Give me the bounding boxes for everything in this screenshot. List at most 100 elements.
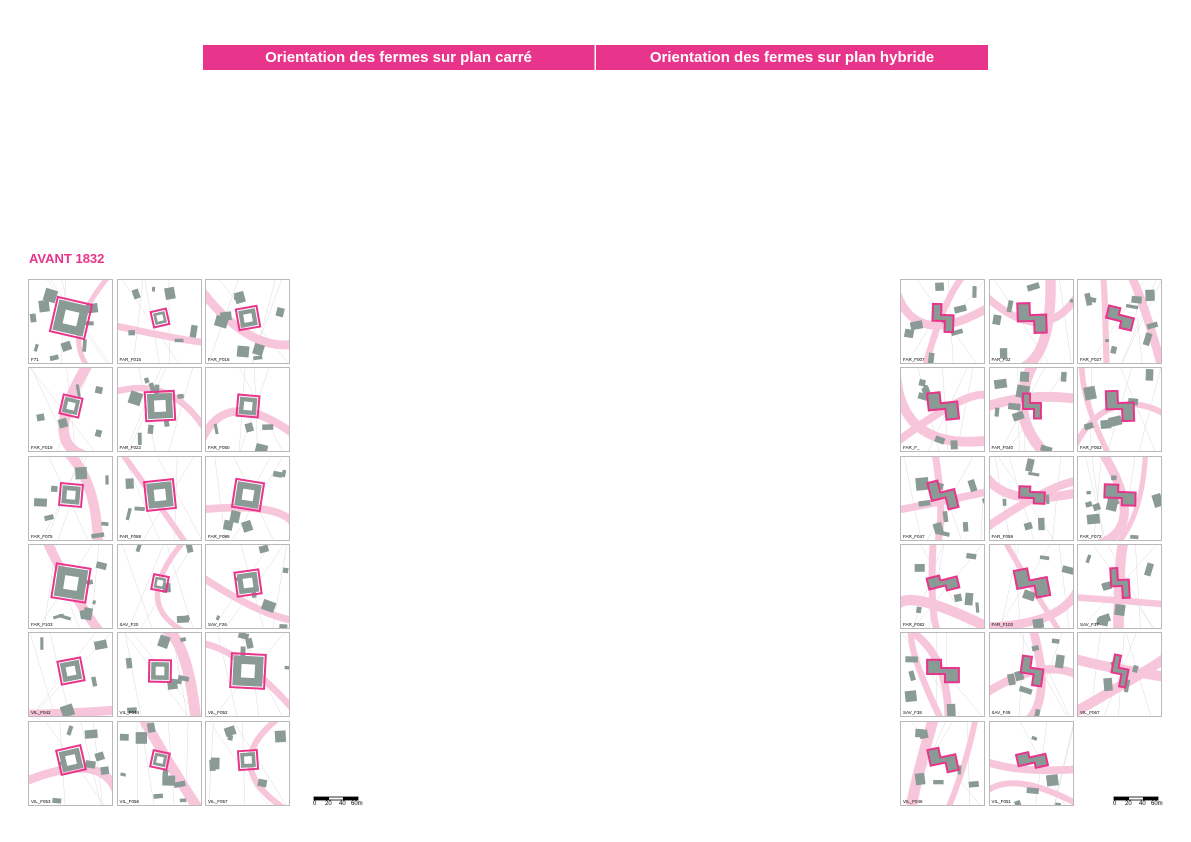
road — [906, 721, 939, 805]
building — [100, 765, 110, 775]
building — [936, 529, 950, 537]
building — [60, 340, 73, 352]
road — [29, 706, 112, 717]
farm-courtyard — [62, 309, 80, 327]
road — [1100, 280, 1110, 363]
tile-label: SAV_F20 — [119, 621, 139, 627]
building — [1130, 534, 1139, 539]
farm-contour — [1104, 390, 1136, 423]
farm-courtyard — [241, 488, 255, 502]
building — [156, 634, 171, 650]
farm-outline — [1021, 392, 1042, 420]
building — [953, 593, 963, 603]
building — [49, 354, 59, 362]
scale-bar-graphic — [313, 796, 359, 801]
building — [177, 675, 189, 683]
road — [117, 322, 201, 346]
parcel-line — [167, 368, 193, 452]
building — [1131, 295, 1143, 304]
parcel-line — [127, 368, 166, 452]
map-tile-graphic — [901, 544, 984, 628]
farm-building — [1013, 568, 1050, 598]
parcel-line — [128, 544, 164, 628]
building — [94, 429, 103, 438]
farm-contour — [58, 393, 84, 420]
tile-label: FAR_F_ — [903, 445, 920, 451]
farm-contour — [54, 743, 88, 776]
tile-label: FAR_F050 — [208, 445, 230, 451]
map-tile: VIL_F046 — [900, 720, 985, 806]
building — [79, 609, 87, 620]
map-tile-graphic — [206, 633, 289, 717]
road — [1078, 654, 1161, 682]
building — [119, 733, 129, 741]
parcel-line — [121, 544, 152, 628]
building — [950, 440, 958, 450]
building — [126, 707, 137, 714]
farm-contour — [925, 574, 961, 592]
parcel-line — [1085, 456, 1106, 540]
building — [29, 313, 37, 323]
map-tile-graphic — [1078, 544, 1161, 628]
building — [1142, 332, 1153, 347]
farm-outline — [234, 304, 262, 332]
tile-label: VIL_F044 — [119, 710, 140, 716]
map-tile: SAV_F38 — [900, 632, 985, 718]
farm-building — [1104, 483, 1136, 506]
tile-label: FAR_F075 — [31, 533, 53, 539]
map-tile: FAR_F082 — [900, 543, 985, 629]
parcel-line — [29, 633, 56, 717]
farm-courtyard — [153, 400, 166, 413]
tile-label: FAR_F103 — [991, 621, 1014, 627]
farm-courtyard — [66, 401, 76, 411]
building — [1025, 786, 1039, 794]
tile-label: SAV_F37 — [1080, 621, 1099, 627]
building — [176, 394, 184, 400]
building — [905, 656, 918, 663]
building — [166, 681, 178, 691]
scale-bar-graphic — [1113, 796, 1159, 801]
building — [253, 355, 263, 361]
building — [279, 623, 288, 628]
road — [901, 391, 984, 445]
building — [179, 637, 186, 643]
farm-contour — [1017, 484, 1046, 505]
building — [182, 614, 190, 622]
scale-tick-60m: 60m — [351, 801, 363, 807]
road — [1117, 456, 1148, 540]
parcel-line — [132, 280, 143, 363]
map-tile-graphic — [117, 280, 201, 363]
road — [989, 758, 1073, 774]
farm-contour — [1109, 566, 1131, 599]
building — [125, 657, 133, 669]
building — [245, 637, 254, 650]
tile-label: SAV_F26 — [208, 621, 227, 627]
scale-tick-0: 0 — [1113, 801, 1117, 807]
tile-label: VIL_F051 — [991, 798, 1012, 804]
tile-label: FAR_F053 — [1080, 445, 1102, 451]
tile-label: FAR_F082 — [903, 621, 925, 627]
farm-building — [1106, 305, 1134, 331]
farm-outline — [56, 656, 86, 686]
parcel-line — [1120, 368, 1156, 452]
tile-label: VIL_F052 — [208, 710, 228, 716]
building — [1031, 618, 1044, 628]
farm-contour — [56, 656, 86, 686]
road — [923, 280, 965, 363]
building — [933, 779, 944, 784]
building — [252, 342, 265, 357]
parcel-line — [124, 368, 161, 452]
farm-outline — [1104, 304, 1136, 332]
farm-contour — [1018, 654, 1045, 688]
building — [91, 676, 98, 687]
farm-contour — [1015, 302, 1048, 334]
building — [1045, 494, 1049, 504]
farm-courtyard — [155, 579, 164, 587]
scale-bar-left: 0 20 40 60m — [313, 796, 373, 810]
farm-building — [1020, 655, 1043, 687]
parcel-line — [121, 280, 179, 363]
map-tile-graphic — [206, 456, 289, 540]
parcel-line — [1058, 544, 1069, 628]
farm-outline — [147, 659, 172, 684]
map-tile-graphic — [206, 280, 289, 363]
